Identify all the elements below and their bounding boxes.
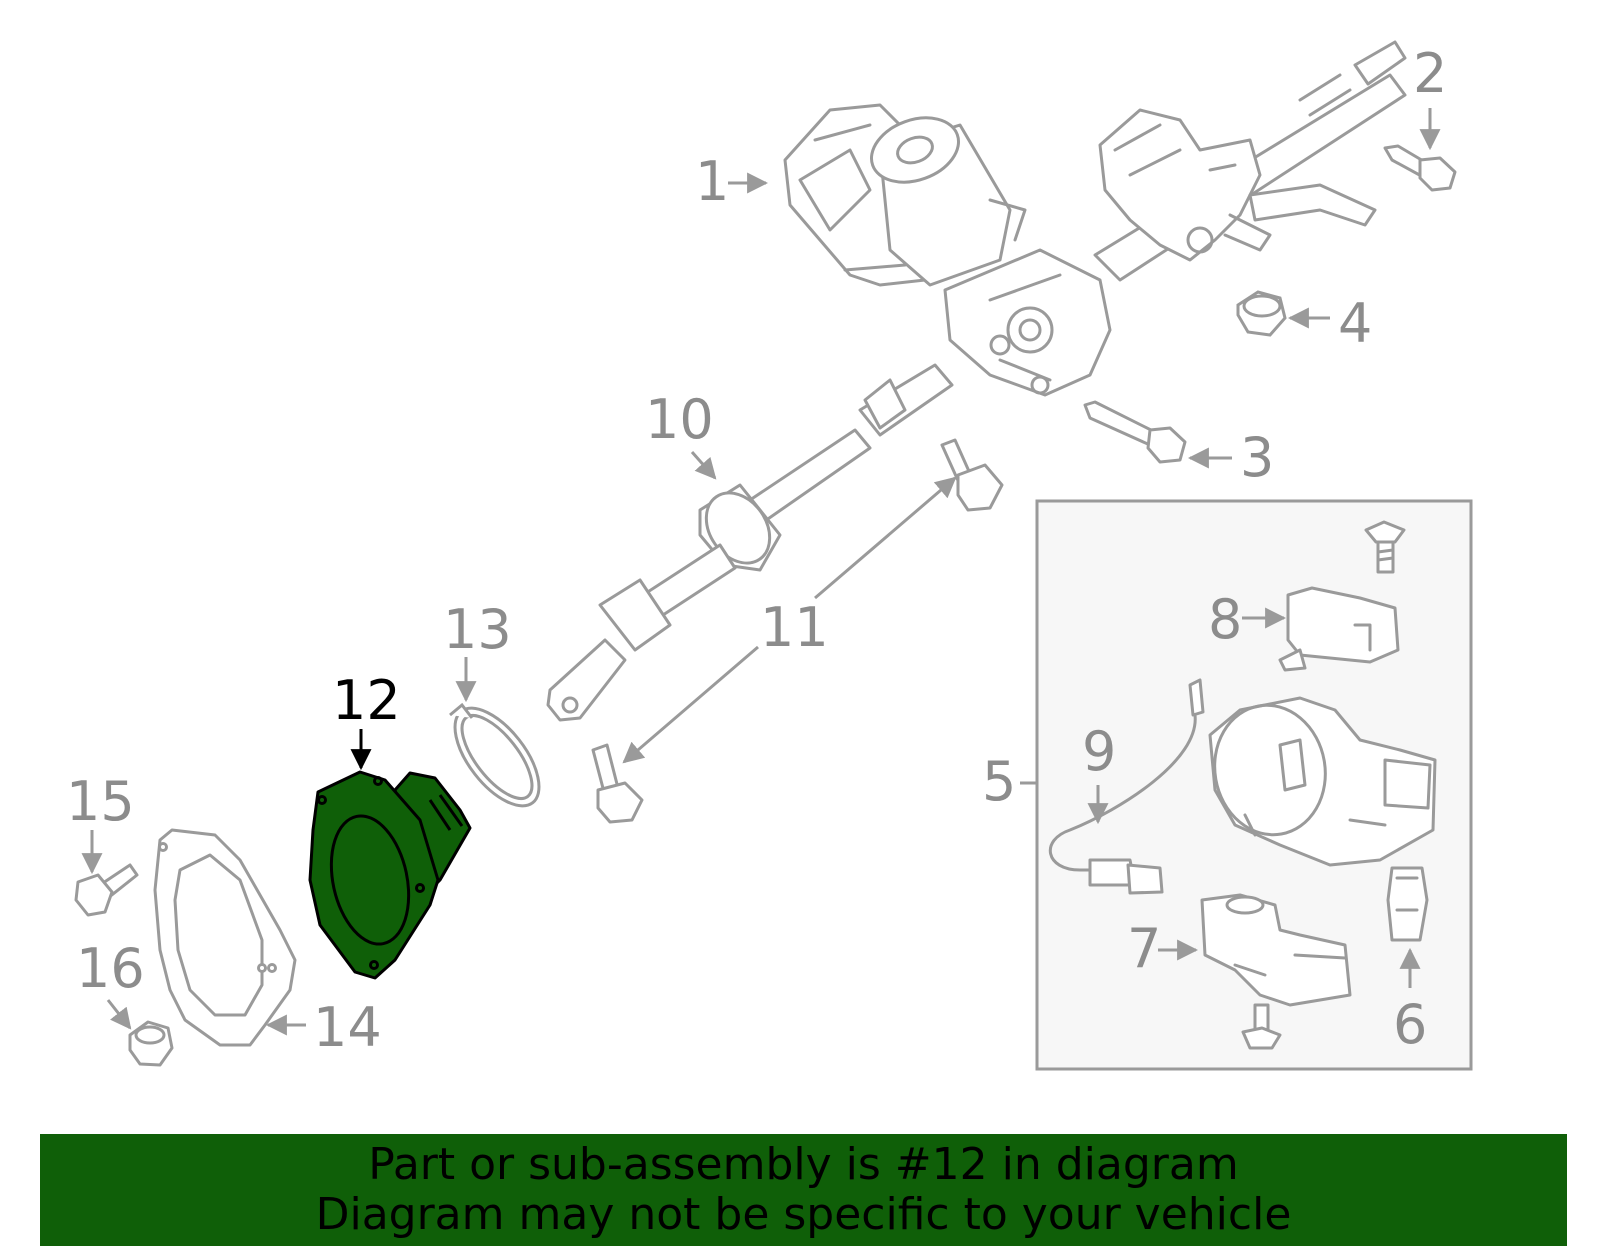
bolt-2 — [1383, 144, 1457, 192]
nut-4 — [1236, 290, 1287, 337]
bolt-11-upper — [940, 438, 1004, 512]
callout-12: 12 — [332, 669, 401, 732]
bolt-3 — [1083, 400, 1187, 464]
callout-8: 8 — [1208, 588, 1242, 651]
footer-banner: Part or sub-assembly is #12 in diagram D… — [40, 1134, 1567, 1246]
clamp-ring-13 — [449, 702, 541, 808]
callout-16: 16 — [76, 937, 145, 1000]
callout-15: 15 — [66, 770, 135, 833]
callout-11: 11 — [760, 596, 829, 659]
callout-1: 1 — [695, 150, 729, 213]
callout-5: 5 — [982, 750, 1016, 813]
callout-7: 7 — [1127, 917, 1161, 980]
callout-3: 3 — [1240, 426, 1274, 489]
leader-lines — [81, 108, 1441, 1036]
callout-13: 13 — [443, 598, 512, 661]
callout-10: 10 — [645, 388, 714, 451]
parts-diagram: 1 2 3 4 5 6 7 8 9 10 11 13 14 15 16 12 — [66, 40, 1473, 1071]
bolt-11-lower — [591, 743, 644, 824]
callout-4: 4 — [1338, 292, 1372, 355]
callout-14: 14 — [313, 996, 382, 1059]
callout-2: 2 — [1413, 42, 1447, 105]
inset-parts — [1048, 520, 1437, 1050]
steering-column-assembly — [783, 40, 1407, 397]
cover-plate-14 — [153, 828, 297, 1047]
intermediate-shaft-10 — [546, 363, 954, 722]
footer-line-1: Part or sub-assembly is #12 in diagram — [368, 1139, 1239, 1190]
callout-labels: 1 2 3 4 5 6 7 8 9 10 11 13 14 15 16 — [66, 42, 1447, 1059]
callout-6: 6 — [1393, 993, 1427, 1056]
bolt-15 — [74, 863, 139, 917]
nut-16 — [128, 1020, 174, 1067]
dust-boot-12 — [308, 770, 472, 980]
footer-line-2: Diagram may not be specific to your vehi… — [315, 1189, 1292, 1240]
callout-9: 9 — [1082, 720, 1116, 783]
